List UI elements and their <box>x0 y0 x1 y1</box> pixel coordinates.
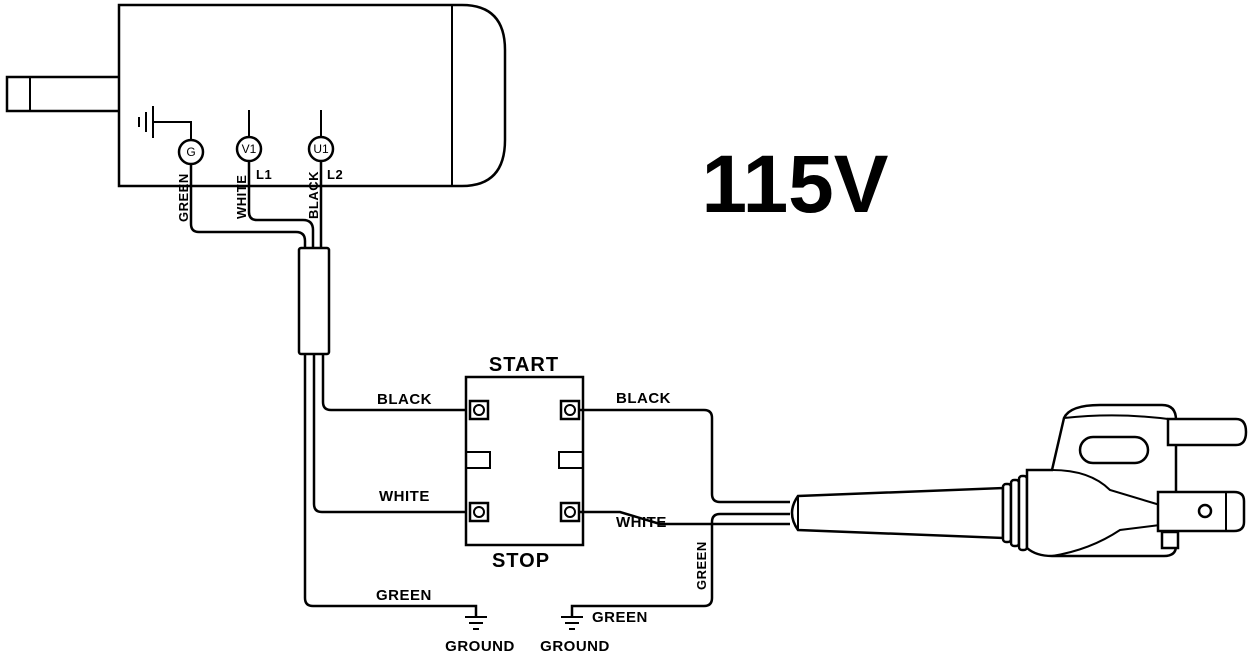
black-out-label: BLACK <box>616 390 671 407</box>
motor: G V1 U1 L1 L2 <box>5 3 507 188</box>
ground-symbol-right <box>561 616 583 630</box>
power-plug <box>1001 403 1248 558</box>
terminal-u1: U1 <box>307 135 335 163</box>
plug-side-wires <box>570 408 790 616</box>
motor-shaft <box>5 75 123 113</box>
green-plug-vertical-label: GREEN <box>694 541 709 590</box>
motor-leads <box>189 161 323 248</box>
ground-left-label: GROUND <box>445 638 515 655</box>
green-wire-to-ground-right <box>570 512 790 616</box>
line-l2-label: L2 <box>327 167 343 182</box>
cable-sheath <box>297 246 331 356</box>
cable-wires <box>303 354 478 616</box>
terminal-v1-label: V1 <box>242 142 257 156</box>
green-motor-label: GREEN <box>376 587 432 604</box>
green-plug-label: GREEN <box>592 609 648 626</box>
white-in-label: WHITE <box>379 488 430 505</box>
terminal-g: G <box>177 138 205 166</box>
black-wire-to-switch <box>321 354 476 412</box>
switch-terminal-bottom-left <box>468 501 490 523</box>
line-l1-label: L1 <box>256 167 272 182</box>
terminal-u1-label: U1 <box>313 142 329 156</box>
black-wire-to-cord <box>579 408 790 504</box>
terminal-v1: V1 <box>235 135 263 163</box>
white-wire-to-switch <box>312 354 476 514</box>
plug-ground-pin <box>1166 417 1248 447</box>
terminal-g-label: G <box>186 145 195 159</box>
switch-terminal-top-right <box>559 399 581 421</box>
white-out-label: WHITE <box>616 514 667 531</box>
green-lead-label: GREEN <box>176 173 191 222</box>
white-lead <box>247 161 315 248</box>
black-in-label: BLACK <box>377 391 432 408</box>
power-cord <box>790 486 1005 540</box>
ground-symbol-left <box>465 616 487 630</box>
black-lead-label: BLACK <box>306 171 321 219</box>
white-wire-to-cord <box>579 510 790 526</box>
ground-right-label: GROUND <box>540 638 610 655</box>
green-lead <box>189 164 307 248</box>
voltage-title: 115V <box>702 139 889 230</box>
switch-terminal-top-left <box>468 399 490 421</box>
start-stop-switch <box>464 375 585 547</box>
switch-stop-label: STOP <box>492 550 550 572</box>
switch-start-label: START <box>489 354 559 376</box>
motor-ground-symbol <box>138 106 192 140</box>
white-lead-label: WHITE <box>234 175 249 219</box>
switch-terminal-bottom-right <box>559 501 581 523</box>
motor-housing <box>117 3 507 188</box>
green-wire-to-ground <box>303 354 478 616</box>
